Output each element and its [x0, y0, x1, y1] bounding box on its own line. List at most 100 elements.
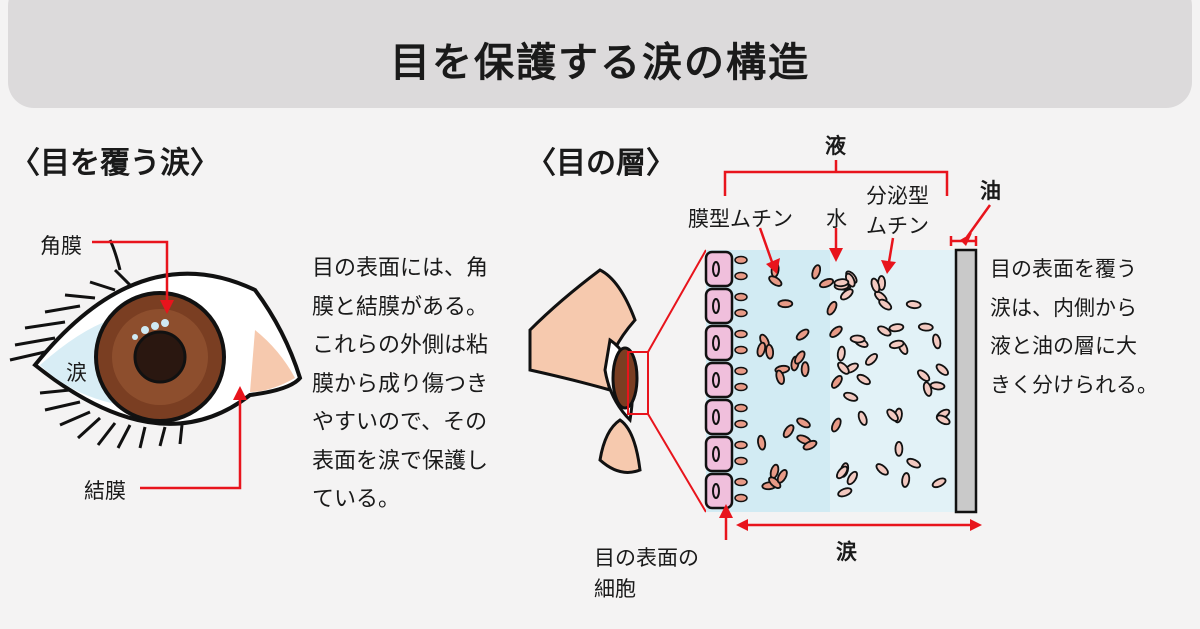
- mucin-particle: [929, 381, 946, 391]
- eye-front-illustration: [9, 239, 303, 449]
- membrane-mucin: [734, 456, 748, 466]
- mucin-particle: [756, 341, 767, 358]
- mucin-particle: [831, 374, 843, 389]
- mucin-particle: [768, 275, 783, 287]
- mucin-particle: [818, 278, 835, 289]
- mucin-particle: [782, 424, 795, 439]
- para-line: 液と油の層に大: [990, 334, 1137, 358]
- cell-nucleus: [712, 335, 720, 351]
- membrane-mucin: [734, 477, 748, 487]
- para-line: 表面を涙で保護し: [312, 448, 489, 474]
- para-line: ている。: [312, 487, 401, 512]
- label-water: 水: [826, 207, 847, 231]
- mucin-particle: [826, 300, 838, 316]
- left-paragraph: 目の表面には、角 膜と結膜がある。 これらの外側は粘 膜から成り傷つき やすいの…: [312, 250, 488, 520]
- para-line: 目の表面には、角: [312, 256, 489, 281]
- label-surface-cells-2: 細胞: [594, 577, 636, 601]
- mucin-particle: [829, 325, 843, 338]
- label-tears-eye: 涙: [66, 361, 87, 385]
- mucin-particle: [878, 298, 893, 311]
- left-pointer-lines: [92, 240, 242, 490]
- title-banner: [8, 0, 1192, 108]
- cell-nucleus: [712, 298, 720, 314]
- mucin-particle: [775, 369, 785, 385]
- mucin-particle: [811, 264, 822, 280]
- membrane-mucin: [734, 292, 748, 302]
- mucin-particle: [917, 322, 934, 332]
- mucin-particle: [865, 353, 878, 366]
- mucin-particle: [833, 278, 850, 288]
- mucin-particle: [757, 434, 767, 451]
- mucin-particle: [800, 361, 810, 378]
- para-line: 涙は、内側から: [990, 295, 1137, 320]
- label-secreted-mucin-2: ムチン: [866, 214, 929, 238]
- cell-nucleus: [712, 483, 720, 499]
- mucin-particle: [905, 300, 922, 310]
- mucin-particle: [796, 417, 811, 429]
- mucin-particle: [935, 363, 949, 376]
- membrane-mucin: [734, 419, 748, 429]
- mucin-particle: [849, 334, 866, 344]
- cell-nucleus: [712, 372, 720, 388]
- mucin-particle: [802, 439, 818, 451]
- mucin-particle: [837, 487, 853, 498]
- mucin-particle: [901, 472, 911, 488]
- mucin-particle: [856, 373, 871, 386]
- mucin-particle: [916, 369, 931, 382]
- mucin-particle: [836, 465, 849, 480]
- mucin-particle: [877, 325, 892, 337]
- mucin-particle: [846, 470, 858, 486]
- membrane-mucin: [734, 329, 748, 339]
- mucin-particle: [888, 339, 905, 350]
- membrane-mucin: [734, 440, 748, 450]
- oil-layer: [954, 248, 978, 514]
- mucin-particle: [843, 391, 859, 402]
- para-line: 膜と結膜がある。: [312, 294, 489, 320]
- right-paragraph: 目の表面を覆う 涙は、内側から 液と油の層に大 きく分けられる。: [990, 250, 1158, 404]
- mucin-particle: [794, 350, 806, 365]
- mucin-particle: [857, 410, 868, 426]
- membrane-mucin: [734, 403, 748, 413]
- page-title: 目を保護する涙の構造: [390, 39, 810, 86]
- mucin-particle: [932, 333, 942, 350]
- para-line: やすいので、その: [312, 410, 488, 435]
- mucin-particle: [886, 408, 899, 422]
- para-line: 膜から成り傷つき: [312, 371, 489, 397]
- label-membrane-mucin: 膜型ムチン: [688, 207, 793, 231]
- mucin-particle: [839, 288, 854, 301]
- right-heading: 〈目の層〉: [526, 146, 676, 181]
- cell-nucleus: [712, 446, 720, 462]
- mucin-particle: [931, 477, 947, 489]
- membrane-mucin: [734, 382, 748, 392]
- label-oil: 油: [980, 179, 1001, 203]
- left-heading: 〈目を覆う涙〉: [10, 146, 220, 181]
- para-line: きく分けられる。: [990, 372, 1158, 397]
- mucin-particle: [831, 417, 842, 433]
- pupil: [133, 330, 187, 384]
- mucin-particle: [795, 328, 810, 341]
- tear-layer-diagram: [704, 248, 978, 514]
- membrane-mucin: [734, 366, 748, 376]
- label-surface-cells-1: 目の表面の: [594, 546, 699, 570]
- membrane-mucin: [734, 493, 748, 503]
- mucin-particle: [935, 414, 951, 426]
- mucin-particle: [888, 323, 905, 333]
- mucin-particle: [894, 440, 904, 457]
- eye-side-illustration: [528, 249, 707, 513]
- para-line: 目の表面を覆う: [990, 257, 1137, 281]
- label-tears-layer: 涙: [836, 540, 857, 564]
- mucin-particle: [875, 463, 889, 476]
- para-line: これらの外側は粘: [312, 333, 489, 358]
- label-conjunctiva: 結膜: [84, 479, 126, 503]
- membrane-mucin: [734, 308, 748, 318]
- mucin-particle: [777, 299, 794, 309]
- mucin-particle: [776, 469, 788, 484]
- mucin-particle: [837, 361, 850, 375]
- mucin-particle: [906, 457, 922, 469]
- mucin-particle: [922, 381, 933, 397]
- surface-cells: [704, 250, 748, 510]
- mucin-particle: [870, 277, 881, 293]
- mucin-particle: [765, 343, 775, 360]
- label-liquid: 液: [825, 134, 846, 158]
